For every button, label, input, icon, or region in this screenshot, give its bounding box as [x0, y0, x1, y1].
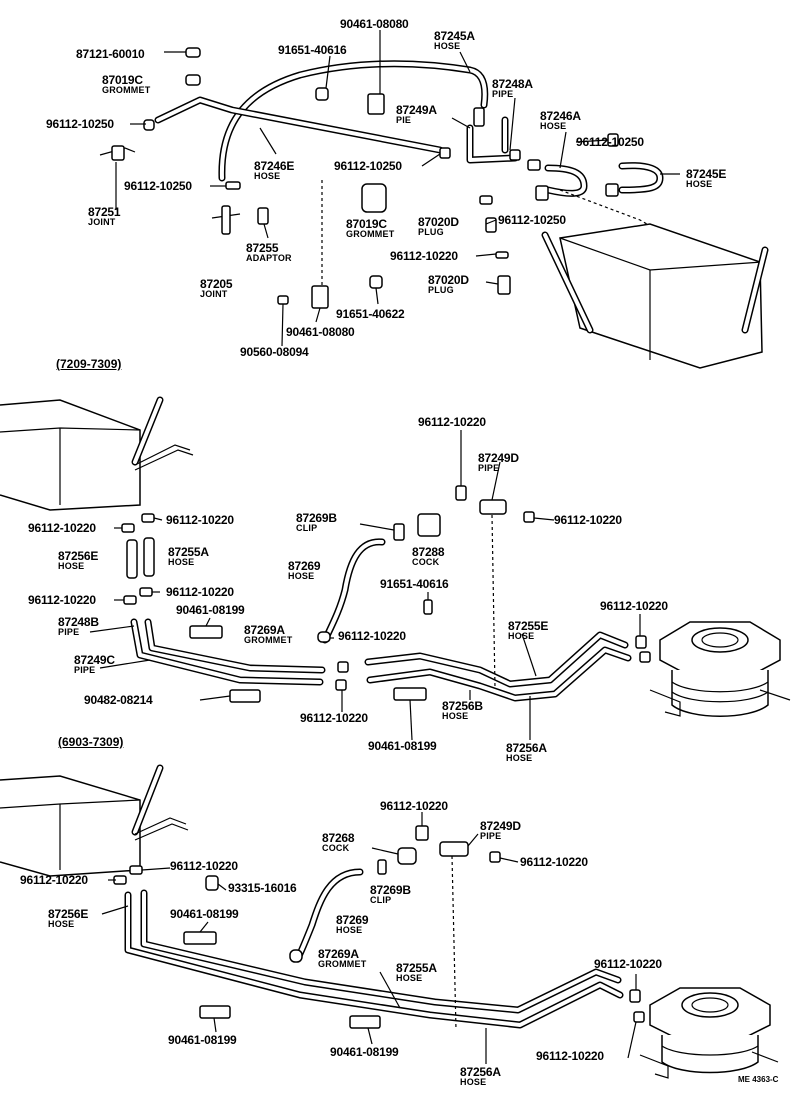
part-label-m-87248B: 87248B PIPE — [58, 615, 99, 637]
middle-assembly-drawing — [0, 396, 791, 717]
part-label-b-87269: 87269 HOSE — [336, 913, 369, 935]
part-label-b-87256E: 87256E HOSE — [48, 907, 89, 929]
part-label-96112-10220-a: 96112-10220 — [390, 249, 458, 263]
part-label-b-90461-08199-b: 90461-08199 — [168, 1033, 237, 1047]
part-label-b-96112-10220-a: 96112-10220 — [380, 799, 448, 813]
part-label-m-96112-10220-b: 96112-10220 — [554, 513, 622, 527]
part-label-m-87255E: 87255E HOSE — [508, 619, 549, 641]
part-label-90560-08094: 90560-08094 — [240, 345, 309, 359]
part-label-m-87256B: 87256B HOSE — [442, 699, 483, 721]
part-label-m-90461-08199-b: 90461-08199 — [368, 739, 437, 753]
part-label-m-96112-10220-c: 96112-10220 — [28, 521, 96, 535]
part-label-87255: 87255 ADAPTOR — [246, 241, 292, 263]
part-label-b-96112-10220-c: 96112-10220 — [170, 859, 238, 873]
part-label-m-87269: 87269 HOSE — [288, 559, 321, 581]
part-label-m-90461-08199-a: 90461-08199 — [176, 603, 245, 617]
bottom-assembly-drawing — [0, 764, 779, 1079]
part-label-87019C-b: 87019C GROMMET — [346, 217, 395, 239]
part-label-b-87249D: 87249D PIPE — [480, 819, 521, 841]
part-label-b-90461-08199-a: 90461-08199 — [170, 907, 239, 921]
part-label-m-87269B: 87269B CLIP — [296, 511, 337, 533]
part-label-87246E: 87246E HOSE — [254, 159, 295, 181]
part-label-b-87268: 87268 COCK — [322, 831, 355, 853]
part-label-m-96112-10220-e: 96112-10220 — [28, 593, 96, 607]
part-label-m-96112-10220-f: 96112-10220 — [166, 585, 234, 599]
part-label-m-90482-08214: 90482-08214 — [84, 693, 153, 707]
part-label-b-93315-16016: 93315-16016 — [228, 881, 297, 895]
part-label-m-87269A: 87269A GROMMET — [244, 623, 293, 645]
part-label-96112-10250-c: 96112-10250 — [334, 159, 402, 173]
part-label-90461-08080: 90461-08080 — [340, 17, 409, 31]
part-label-m-87249D: 87249D PIPE — [478, 451, 519, 473]
part-label-87245E: 87245E HOSE — [686, 167, 727, 189]
part-label-91651-40622: 91651-40622 — [336, 307, 405, 321]
part-label-m-96112-10220-a: 96112-10220 — [418, 415, 486, 429]
part-label-b-90461-08199-c: 90461-08199 — [330, 1045, 399, 1059]
part-label-m-87288: 87288 COCK — [412, 545, 445, 567]
section-title-bottom: (6903-7309) — [58, 735, 124, 749]
part-label-b-96112-10220-f: 96112-10220 — [536, 1049, 604, 1063]
part-label-87251: 87251 JOINT — [88, 205, 121, 227]
part-label-m-91651-40616: 91651-40616 — [380, 577, 449, 591]
part-label-87020D-b: 87020D PLUG — [428, 273, 469, 295]
part-label-b-87255A: 87255A HOSE — [396, 961, 437, 983]
part-label-96112-10250-b: 96112-10250 — [576, 135, 644, 149]
part-label-87245A: 87245A HOSE — [434, 29, 475, 51]
part-label-b-96112-10220-b: 96112-10220 — [520, 855, 588, 869]
part-label-96112-10250-e: 96112-10250 — [498, 213, 566, 227]
part-label-87205: 87205 JOINT — [200, 277, 233, 299]
leader-lines — [89, 30, 680, 1064]
part-label-87249A: 87249A PIE — [396, 103, 437, 125]
part-label-m-96112-10220-h: 96112-10220 — [338, 629, 406, 643]
section-title-middle: (7209-7309) — [56, 357, 122, 371]
part-label-m-87256E: 87256E HOSE — [58, 549, 99, 571]
part-label-87121-60010: 87121-60010 — [76, 47, 145, 61]
part-label-b-87269A: 87269A GROMMET — [318, 947, 367, 969]
part-label-m-96112-10220-d: 96112-10220 — [166, 513, 234, 527]
part-label-87246A: 87246A HOSE — [540, 109, 581, 131]
part-label-91651-40616: 91651-40616 — [278, 43, 347, 57]
part-label-m-87256A: 87256A HOSE — [506, 741, 547, 763]
top-assembly-drawing — [99, 47, 769, 369]
part-label-87248A: 87248A PIPE — [492, 77, 533, 99]
part-label-90461-08080-b: 90461-08080 — [286, 325, 355, 339]
part-label-87020D-a: 87020D PLUG — [418, 215, 459, 237]
part-label-m-87255A: 87255A HOSE — [168, 545, 209, 567]
part-label-96112-10250-a: 96112-10250 — [46, 117, 114, 131]
part-label-b-87256A: 87256A HOSE — [460, 1065, 501, 1087]
part-label-m-96112-10220-g: 96112-10220 — [600, 599, 668, 613]
part-label-b-96112-10220-e: 96112-10220 — [594, 957, 662, 971]
part-label-b-96112-10220-d: 96112-10220 — [20, 873, 88, 887]
part-label-96112-10250-d: 96112-10250 — [124, 179, 192, 193]
part-label-87019C-a: 87019C GROMMET — [102, 73, 151, 95]
drawing-code: ME 4363-C — [738, 1075, 779, 1084]
part-label-m-87249C: 87249C PIPE — [74, 653, 115, 675]
part-label-b-87269B: 87269B CLIP — [370, 883, 411, 905]
part-label-m-96112-10220-i: 96112-10220 — [300, 711, 368, 725]
